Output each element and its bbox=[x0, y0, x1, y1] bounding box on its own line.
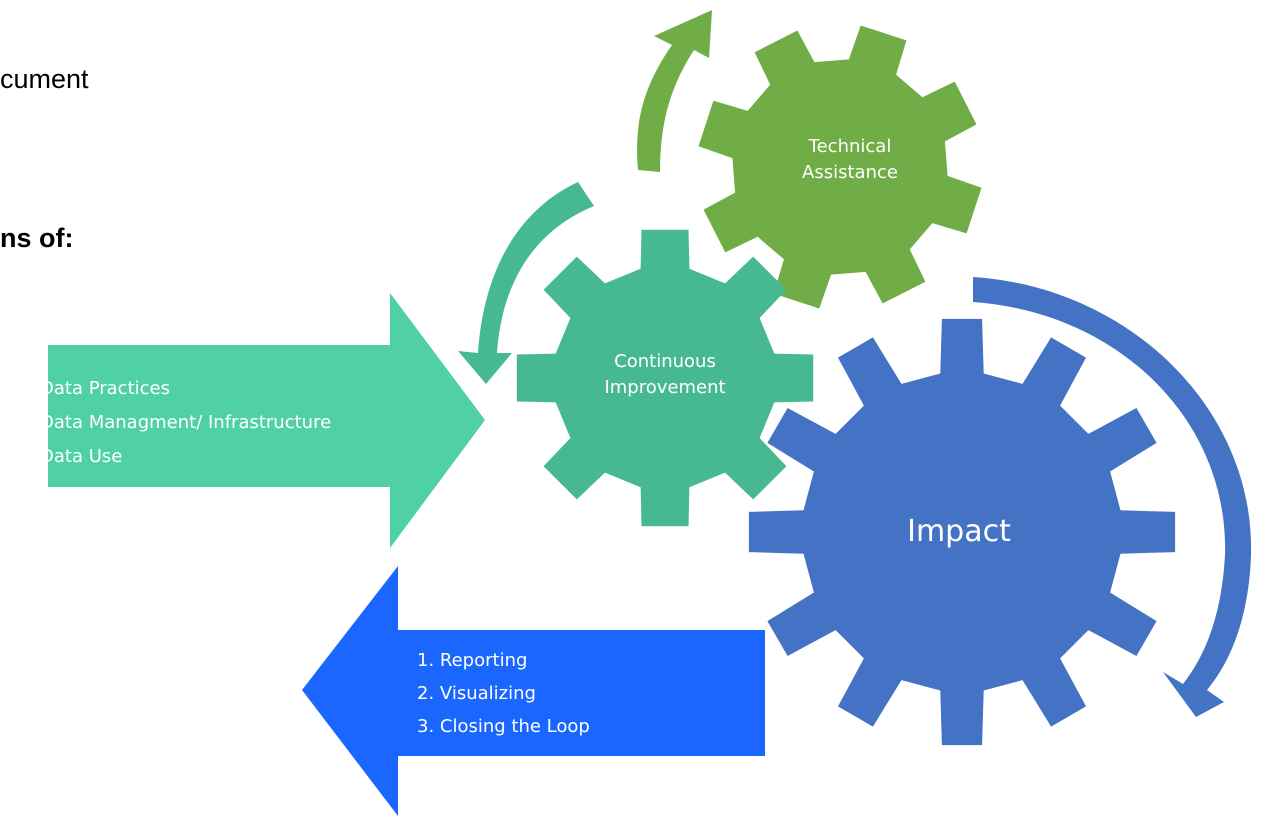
technical-assistance-gear bbox=[698, 25, 982, 309]
impact-label: Impact bbox=[907, 514, 1011, 549]
input-item-data-use: Data Use bbox=[40, 446, 122, 467]
continuous-improvement-gear bbox=[516, 229, 814, 527]
output-arrow bbox=[302, 566, 765, 816]
continuous-improvement-label-line1: Continuous bbox=[614, 351, 716, 372]
output-item-closing-the-loop: 3. Closing the Loop bbox=[417, 716, 590, 737]
technical-assistance-label-line1: Technical bbox=[808, 136, 892, 157]
input-arrow bbox=[48, 293, 485, 548]
output-item-visualizing: 2. Visualizing bbox=[417, 683, 536, 704]
impact-curved-arrow bbox=[973, 277, 1252, 717]
technical-assistance-label-line2: Assistance bbox=[802, 162, 898, 183]
impact-gear bbox=[748, 318, 1176, 746]
continuous-improvement-label-line2: Improvement bbox=[604, 377, 725, 398]
continuous-curved-arrow bbox=[458, 182, 594, 384]
input-item-data-practices: Data Practices bbox=[40, 378, 170, 399]
document-heading: ns of: bbox=[0, 223, 74, 253]
input-item-data-management-infrastructure: Data Managment/ Infrastructure bbox=[40, 412, 331, 433]
technical-curved-arrow bbox=[637, 10, 712, 172]
output-item-reporting: 1. Reporting bbox=[417, 650, 527, 671]
document-text-line: cument bbox=[0, 64, 89, 94]
